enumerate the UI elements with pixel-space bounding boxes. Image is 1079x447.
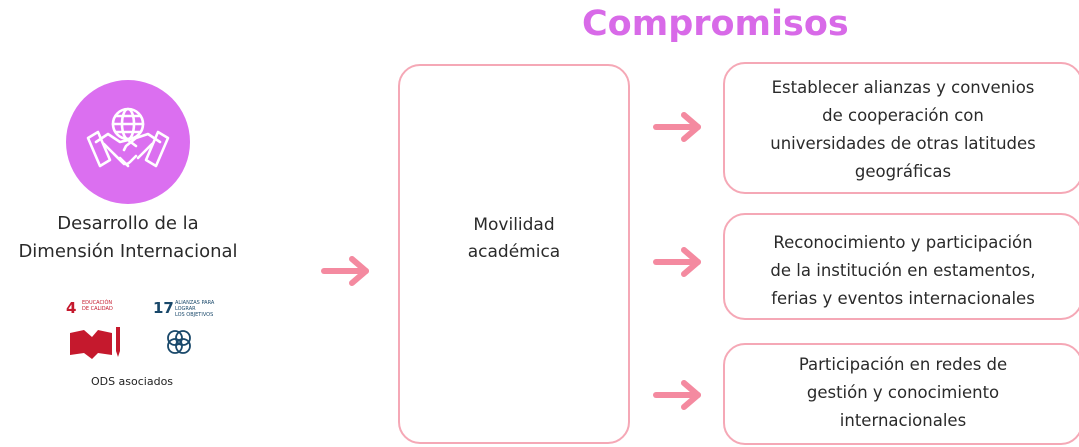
sdg-text: Educación de calidad — [82, 300, 142, 312]
commitment-line: gestión y conocimiento — [806, 383, 1000, 402]
sdg-text-line: lograr — [175, 306, 196, 312]
commitment-line: Reconocimiento y participación — [773, 233, 1033, 252]
theme-label-line2: Dimensión Internacional — [18, 241, 238, 262]
main-box-line: Movilidad — [473, 215, 555, 235]
commitment-text: Reconocimiento y participación de la ins… — [739, 229, 1067, 313]
ods-label: ODS asociados — [90, 375, 174, 388]
sdg-text: Alianzas para lograr los objetivos — [175, 300, 235, 318]
arrow-right-icon — [653, 112, 701, 142]
commitment-text: Establecer alianzas y convenios de coope… — [739, 74, 1067, 186]
diagram-title: Compromisos — [582, 4, 849, 44]
sdg-text-line: Educación — [82, 300, 113, 306]
sdg-number: 4 — [66, 299, 77, 317]
commitment-line: universidades de otras latitudes — [770, 134, 1036, 153]
sdg-number: 17 — [153, 299, 174, 317]
theme-circle — [66, 80, 190, 204]
main-box-text: Movilidad académica — [400, 212, 628, 266]
globe-handshake-icon — [86, 107, 170, 168]
main-box-line: académica — [467, 242, 561, 262]
commitment-box: Participación en redes de gestión y cono… — [723, 343, 1079, 445]
arrow-right-icon — [653, 380, 701, 410]
sdg-text-line: de calidad — [82, 306, 113, 312]
arrow-right-icon — [321, 256, 369, 286]
flower-rings-icon — [167, 330, 191, 354]
commitment-line: Participación en redes de — [798, 355, 1008, 374]
main-box: Movilidad académica — [398, 64, 630, 444]
arrow-right-icon — [653, 247, 701, 277]
commitment-line: geográficas — [854, 162, 952, 181]
sdg-text-line: los objetivos — [175, 312, 214, 318]
commitment-line: ferias y eventos internacionales — [771, 289, 1035, 308]
commitment-box: Establecer alianzas y convenios de coope… — [723, 62, 1079, 194]
commitment-line: internacionales — [839, 411, 967, 430]
commitment-line: de la institución en estamentos, — [770, 261, 1036, 280]
sdg-17-badge: 17 Alianzas para lograr los objetivos — [153, 297, 229, 363]
sdg-text-line: Alianzas para — [175, 300, 215, 306]
theme-label-line1: Desarrollo de la — [57, 213, 199, 234]
sdg-4-badge: 4 Educación de calidad — [66, 297, 142, 363]
commitment-text: Participación en redes de gestión y cono… — [739, 351, 1067, 435]
book-pencil-icon — [70, 327, 120, 359]
commitment-line: Establecer alianzas y convenios — [771, 78, 1035, 97]
commitment-box: Reconocimiento y participación de la ins… — [723, 213, 1079, 320]
commitment-line: de cooperación con — [822, 106, 984, 125]
theme-label: Desarrollo de la Dimensión Internacional — [0, 210, 256, 266]
